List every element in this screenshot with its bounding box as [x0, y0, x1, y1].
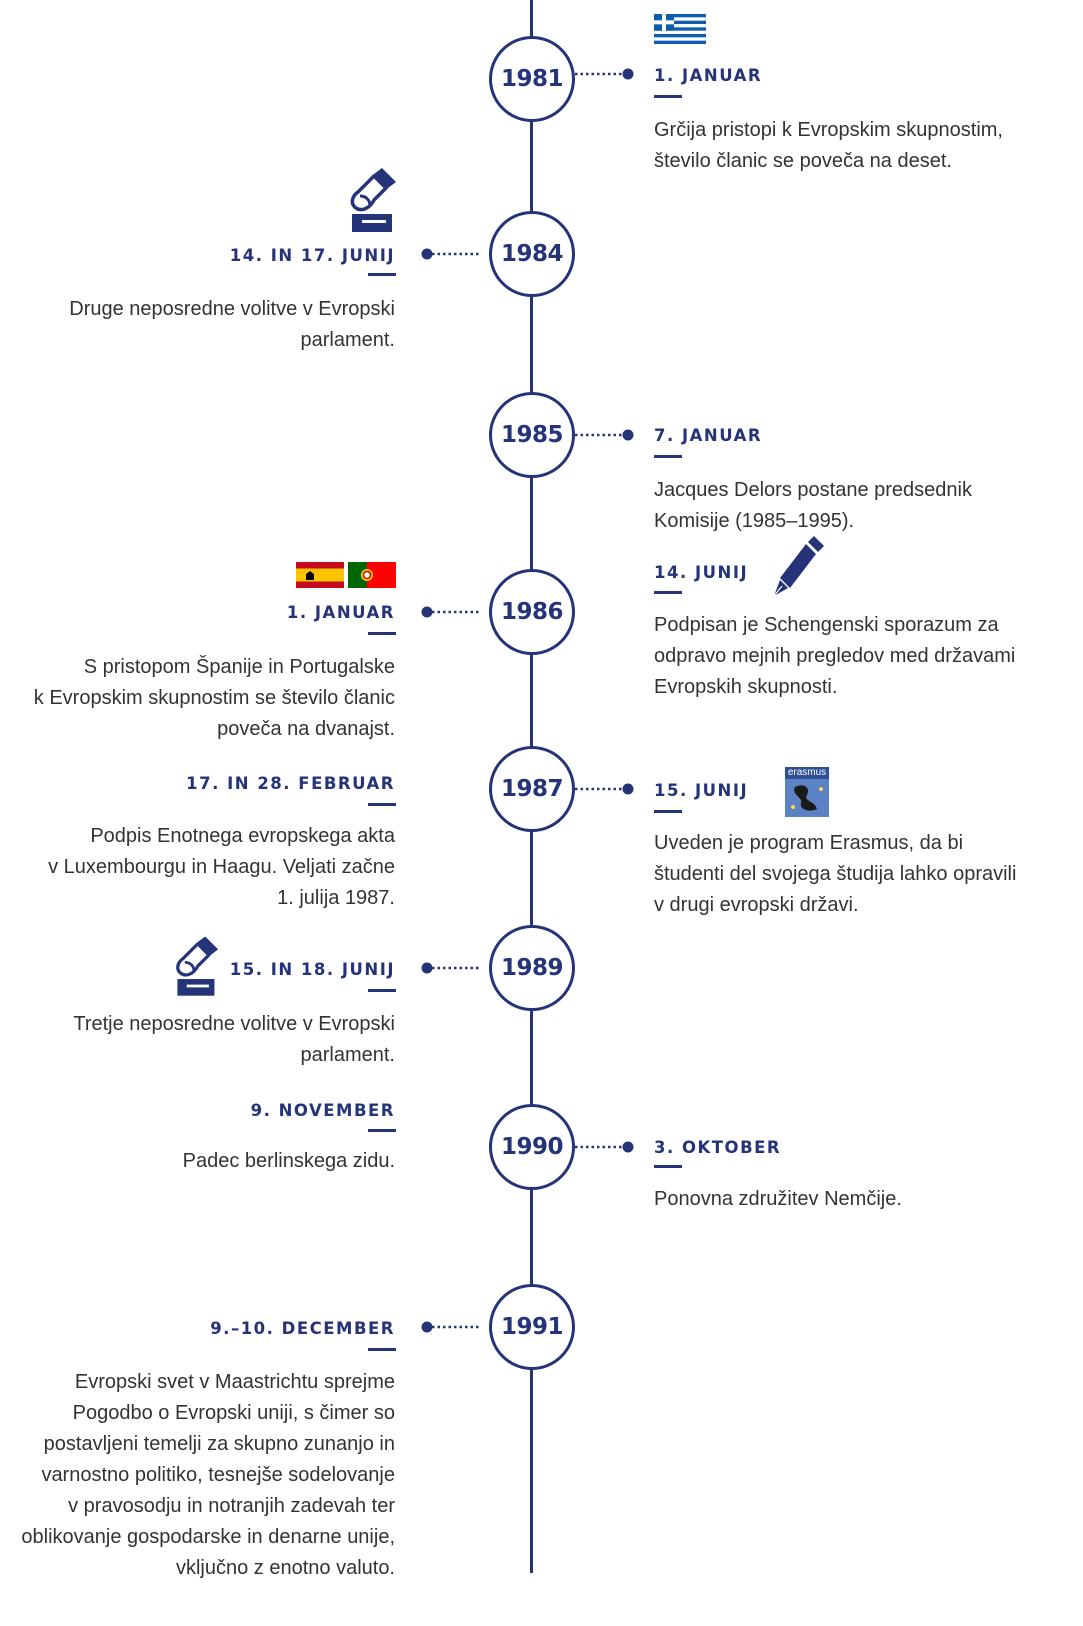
date-underline	[654, 1165, 682, 1168]
event-date: 7. JANUAR	[654, 426, 763, 445]
erasmus-logo-icon: erasmus	[785, 767, 829, 817]
year-label: 1981	[500, 66, 564, 92]
greece-flag-icon	[654, 14, 706, 44]
portugal-flag-icon	[348, 562, 396, 588]
connector-left	[421, 962, 480, 974]
year-label: 1989	[500, 955, 564, 981]
date-underline	[368, 632, 396, 635]
connector-left	[421, 1321, 480, 1333]
date-underline	[654, 810, 682, 813]
connector-left	[421, 248, 480, 260]
year-circle-1984: 1984	[489, 211, 575, 297]
ballot-vote-icon	[176, 936, 219, 996]
year-label: 1985	[500, 422, 564, 448]
ballot-vote-icon	[350, 168, 396, 232]
event-date: 3. OKTOBER	[654, 1138, 782, 1157]
event-date: 15. IN 18. JUNIJ	[229, 960, 395, 979]
event-date: 9.–10. DECEMBER	[210, 1319, 395, 1338]
year-label: 1987	[500, 776, 564, 802]
event-date: 9. NOVEMBER	[250, 1101, 395, 1120]
spain-flag-icon	[296, 562, 344, 588]
event-description: Ponovna združitev Nemčije.	[654, 1188, 902, 1210]
year-label: 1986	[500, 599, 564, 625]
date-underline	[368, 1129, 396, 1132]
event-date: 15. JUNIJ	[654, 781, 749, 800]
event-description: Grčija pristopi k Evropskim skupnostim,š…	[654, 119, 1003, 172]
event-date: 17. IN 28. FEBRUAR	[186, 774, 395, 793]
event-date: 1. JANUAR	[654, 66, 763, 85]
year-circle-1989: 1989	[489, 925, 575, 1011]
date-underline	[368, 273, 396, 276]
connector-right	[575, 429, 634, 441]
event-date: 14. IN 17. JUNIJ	[229, 246, 395, 265]
connector-right	[575, 783, 634, 795]
event-description: Padec berlinskega zidu.	[182, 1150, 395, 1172]
year-label: 1984	[500, 241, 564, 267]
year-label: 1990	[500, 1134, 564, 1160]
year-circle-1991: 1991	[489, 1284, 575, 1370]
connector-left	[421, 606, 480, 618]
fountain-pen-icon	[773, 536, 824, 597]
date-underline	[368, 1348, 396, 1351]
event-date: 14. JUNIJ	[654, 563, 749, 582]
year-circle-1990: 1990	[489, 1104, 575, 1190]
year-circle-1986: 1986	[489, 569, 575, 655]
year-circle-1985: 1985	[489, 392, 575, 478]
year-circle-1981: 1981	[489, 36, 575, 122]
date-underline	[654, 455, 682, 458]
connector-right	[575, 1141, 634, 1153]
date-underline	[654, 591, 682, 594]
date-underline	[368, 989, 396, 992]
date-underline	[368, 803, 396, 806]
event-date: 1. JANUAR	[286, 603, 395, 622]
connector-right	[575, 68, 634, 80]
year-label: 1991	[500, 1314, 564, 1340]
year-circle-1987: 1987	[489, 746, 575, 832]
date-underline	[654, 95, 682, 98]
